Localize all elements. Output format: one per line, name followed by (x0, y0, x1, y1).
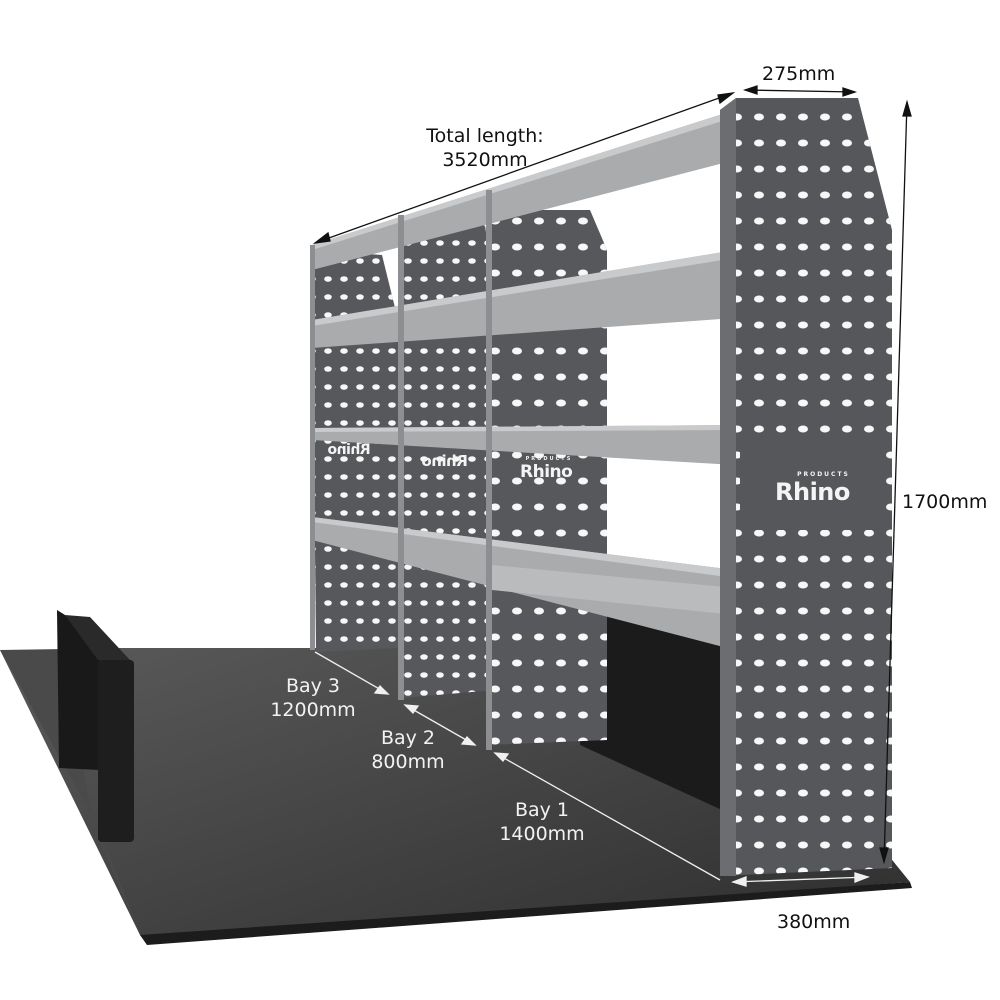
dimension-lines (312, 85, 912, 865)
main-end-panel (720, 98, 892, 876)
upright-2 (486, 190, 492, 750)
shelves (312, 110, 735, 650)
bay1-end-panel (487, 210, 607, 745)
upright-3 (398, 215, 404, 700)
brand-logo-bay3: Rhino (328, 442, 371, 458)
bay1-label: Bay 1 1400mm (499, 799, 585, 845)
height-label: 1700mm (902, 491, 988, 513)
brand-logo-main: PRODUCTS Rhino (775, 471, 850, 507)
dark-gap (580, 612, 722, 810)
total-length-label: Total length: 3520mm (426, 125, 544, 171)
depth-base-label: 380mm (777, 911, 851, 933)
depth-top-label: 275mm (762, 63, 836, 85)
upright-front (310, 245, 315, 650)
bay-dimension-lines (314, 651, 870, 887)
bulkhead-block (57, 610, 134, 842)
brand-logo-bay1: PRODUCTS Rhino (520, 456, 573, 482)
brand-logo-bay2: Rhino (422, 452, 468, 470)
bay3-label: Bay 3 1200mm (270, 675, 356, 721)
bay2-label: Bay 2 800mm (371, 727, 445, 773)
